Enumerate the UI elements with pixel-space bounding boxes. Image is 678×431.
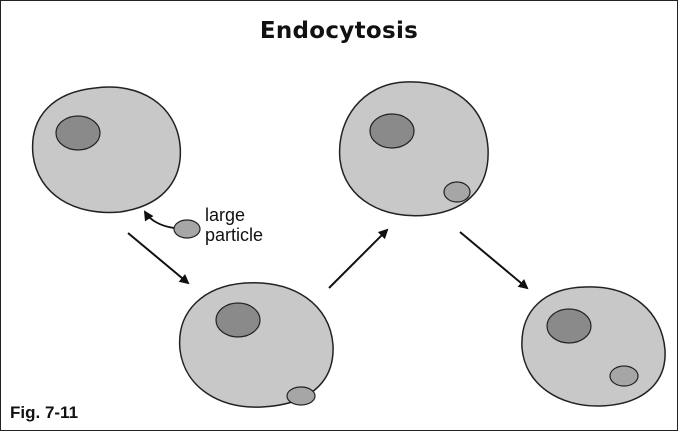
cell-1-nucleus [56, 116, 100, 150]
arrow-stage-3-to-4 [460, 232, 527, 288]
arrow-stage-1-to-2 [128, 233, 188, 283]
cell-1 [33, 87, 181, 212]
cell-4 [522, 287, 665, 406]
cell-4-nucleus [547, 309, 591, 343]
figure-number: Fig. 7-11 [10, 403, 78, 423]
cell-2 [180, 283, 333, 407]
particle-label-line1: large [205, 205, 285, 226]
cell-3-particle [444, 182, 470, 202]
particle-label-line2: particle [205, 225, 295, 246]
cell-3 [340, 82, 489, 216]
cell-1-membrane [33, 87, 181, 212]
diagram-title: Endocytosis [0, 18, 678, 44]
cell-3-nucleus [370, 114, 414, 148]
cell-2-particle [287, 387, 315, 405]
particle-approach-arrow [145, 212, 174, 228]
cell-2-nucleus [216, 303, 260, 337]
cell-4-membrane [522, 287, 665, 406]
arrow-stage-2-to-3 [329, 230, 387, 288]
cell-4-particle [610, 366, 638, 386]
large-particle [174, 220, 200, 238]
